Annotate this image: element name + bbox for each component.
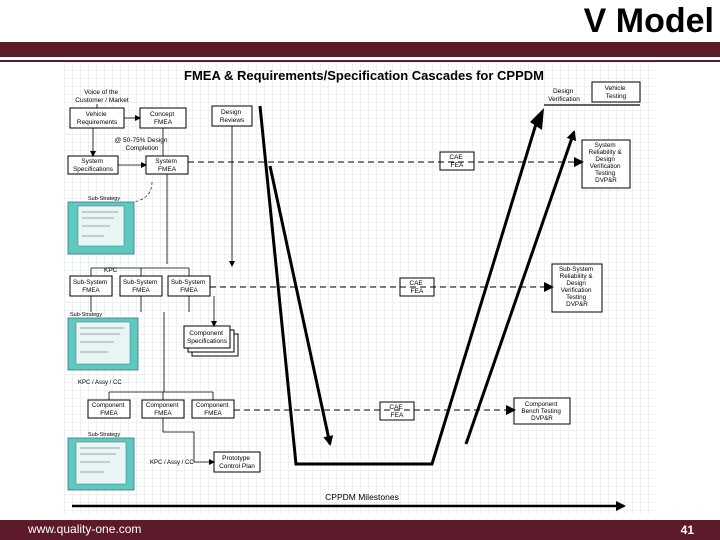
subsystem-fmea-box-1: Sub-System FMEA: [69, 275, 113, 297]
svg-text:System Specifications: System Specifications: [73, 158, 114, 173]
connector-strategy-1: [133, 181, 153, 203]
component-bench-testing-box: Component Bench Testing DVP&R: [513, 397, 571, 425]
diagram-heading: FMEA & Requirements/Specification Cascad…: [184, 68, 544, 83]
connector-component-bus: [108, 391, 214, 400]
system-specifications-box: System Specifications: [67, 155, 119, 175]
subsystem-fmea-box-2: Sub-System FMEA: [119, 275, 163, 297]
connector-subsystem-bus: [90, 267, 190, 276]
svg-text:Sub-System Reliability &: Sub-System Reliability & Design Verifica…: [559, 266, 595, 308]
component-specifications-box: Component Specifications: [183, 325, 239, 357]
v-model-diagram: FMEA & Requirements/Specification Cascad…: [64, 62, 656, 514]
svg-text:Prototype Control Plan: Prototype Control Plan: [219, 455, 255, 470]
v-shape-outer: [258, 105, 538, 466]
subsystem-fmea-box-3: Sub-System FMEA: [167, 275, 211, 297]
sub-strategy-label-3: Sub-Strategy: [88, 432, 120, 438]
svg-text:Sub-System FMEA: Sub-System FMEA: [171, 279, 207, 294]
svg-text:Concept FMEA: Concept FMEA: [150, 111, 176, 126]
kpc-label: KPC: [104, 267, 118, 274]
sub-strategy-sheet-1: [67, 201, 135, 255]
component-fmea-box-1: Component FMEA: [87, 399, 131, 419]
svg-text:Component FMEA: Component FMEA: [92, 402, 126, 417]
voice-of-customer-label: Voice of the Customer / Market: [75, 89, 129, 104]
page-number: 41: [680, 523, 694, 537]
svg-text:Component Bench Testing: Component Bench Testing DVP&R: [521, 401, 562, 422]
v-left-inner-arrow: [268, 165, 334, 446]
svg-text:Component FMEA: Component FMEA: [146, 402, 180, 417]
svg-text:System FMEA: System FMEA: [155, 158, 178, 173]
footer-url: www.quality-one.com: [28, 522, 142, 536]
svg-text:CAE FEA: CAE FEA: [389, 404, 404, 419]
footer-bar: [0, 520, 720, 540]
design-completion-label: @ 50-75% Design Completion: [115, 137, 170, 152]
svg-text:Component FMEA: Component FMEA: [196, 402, 230, 417]
slide-title: V Model: [583, 2, 714, 40]
concept-fmea-box: Concept FMEA: [139, 107, 187, 129]
prototype-control-plan-box: Prototype Control Plan: [213, 451, 261, 473]
design-reviews-box: Design Reviews: [211, 105, 253, 127]
v-outer-arrowhead: [530, 108, 544, 130]
sub-strategy-label-2: Sub-Strategy: [70, 312, 102, 318]
kpc-assy-label-2: KPC / Assy / CC: [150, 460, 194, 466]
svg-text:Sub-System FMEA: Sub-System FMEA: [123, 279, 159, 294]
cae-fea-low-box: CAE FEA: [379, 401, 415, 421]
sub-strategy-sheet-2: [67, 317, 139, 371]
svg-text:Vehicle Testing: Vehicle Testing: [605, 85, 628, 100]
sub-strategy-sheet-3: [67, 437, 135, 491]
vehicle-requirements-box: Vehicle Requirements: [69, 107, 125, 129]
system-reliability-box: System Reliability & Design Verification…: [581, 139, 631, 189]
subsystem-reliability-box: Sub-System Reliability & Design Verifica…: [551, 263, 603, 313]
connector-to-control-plan: [162, 418, 215, 465]
v-right-inner-arrow: [464, 130, 577, 445]
svg-text:Sub-System FMEA: Sub-System FMEA: [73, 279, 109, 294]
system-fmea-box: System FMEA: [145, 155, 189, 175]
svg-text:Design Reviews: Design Reviews: [220, 109, 245, 124]
svg-text:Vehicle Requirements: Vehicle Requirements: [77, 111, 118, 126]
component-fmea-box-2: Component FMEA: [141, 399, 185, 419]
cppdm-milestones-label: CPPDM Milestones: [325, 492, 399, 502]
svg-text:CAE FEA: CAE FEA: [409, 280, 424, 295]
svg-text:CAE FEA: CAE FEA: [449, 154, 464, 169]
design-verification-label: Design Verification: [548, 88, 580, 103]
kpc-assy-label-1: KPC / Assy / CC: [78, 380, 122, 386]
vehicle-testing-box: Vehicle Testing: [591, 81, 641, 103]
component-fmea-box-3: Component FMEA: [191, 399, 235, 419]
svg-text:System Reliability &: System Reliability & Design Verification…: [589, 142, 624, 184]
sub-strategy-label-1: Sub-Strategy: [88, 196, 120, 202]
cae-fea-top-box: CAE FEA: [439, 151, 475, 171]
connector-subsystem-to-components: [90, 296, 190, 392]
title-divider-stripe: [0, 57, 720, 60]
svg-text:Component Specifications: Component Specifications: [187, 330, 228, 345]
